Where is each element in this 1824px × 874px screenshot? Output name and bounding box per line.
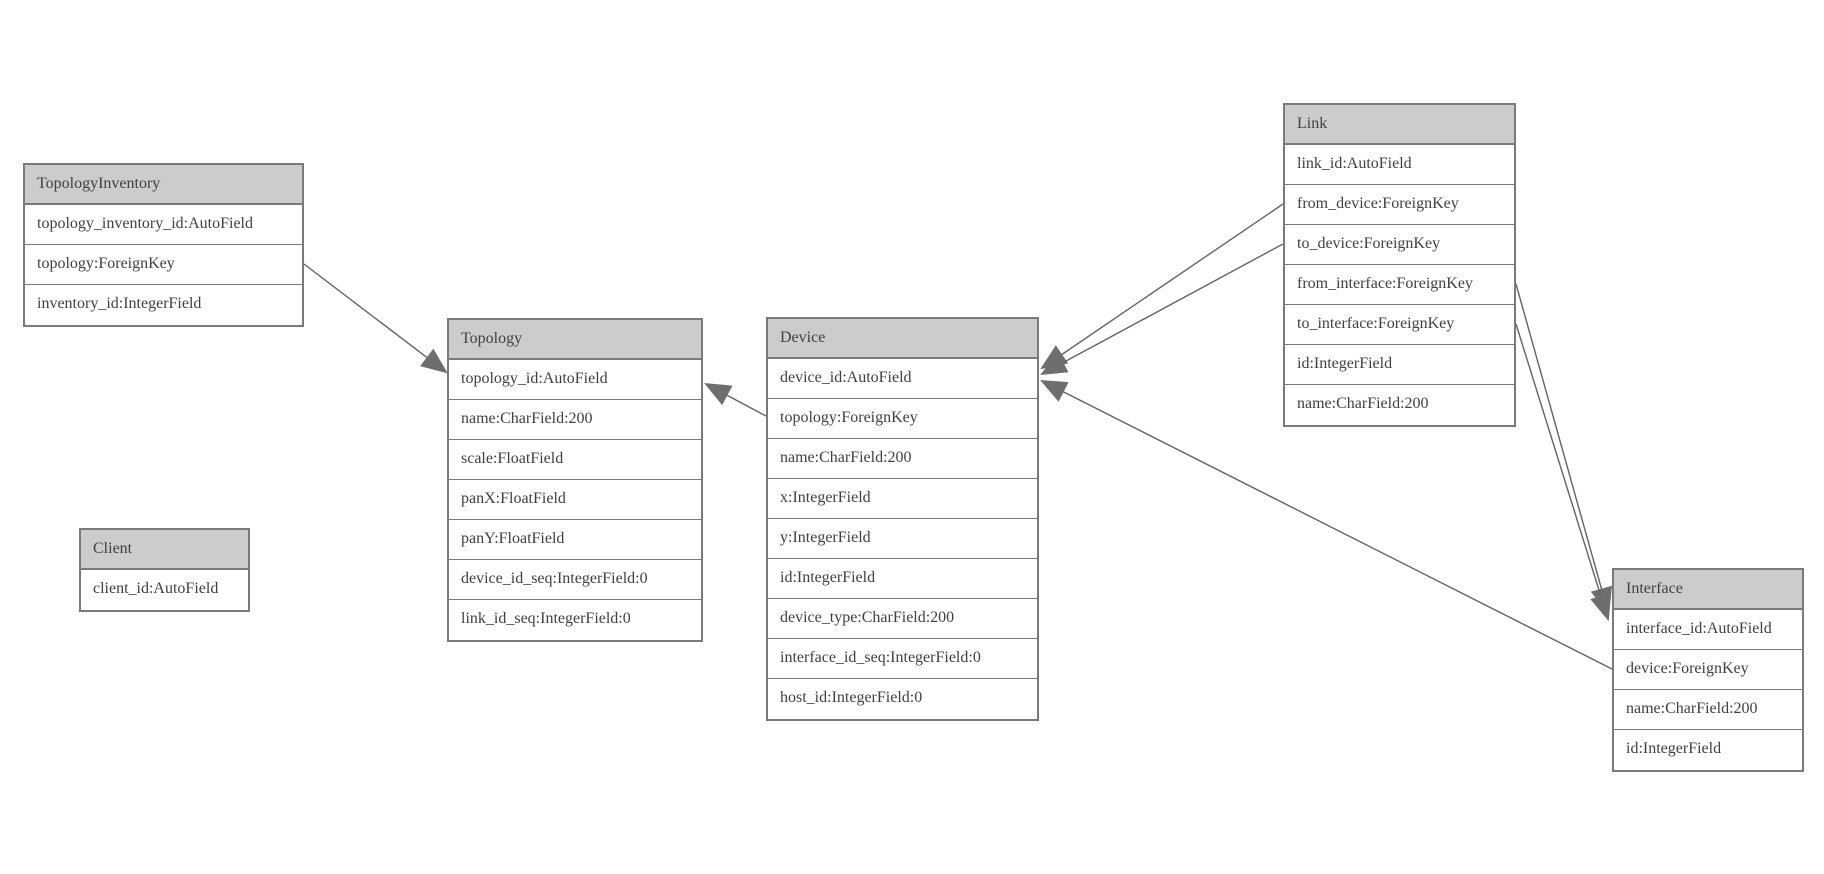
entity-field-row: from_device:ForeignKey [1285, 185, 1514, 225]
connector-link-from_device-to-device [1040, 203, 1284, 370]
entity-field-row: inventory_id:IntegerField [25, 285, 302, 325]
entity-title: Client [81, 530, 248, 570]
entity-field-row: id:IntegerField [1285, 345, 1514, 385]
entity-field-row: interface_id_seq:IntegerField:0 [768, 639, 1037, 679]
entity-field-row: topology_id:AutoField [449, 360, 701, 400]
connector-topologyinventory-topology-to-topology [303, 263, 448, 374]
entity-field-row: id:IntegerField [1614, 730, 1802, 770]
entity-field-list: client_id:AutoField [81, 570, 248, 610]
entity-field-row: x:IntegerField [768, 479, 1037, 519]
entity-field-row: link_id:AutoField [1285, 145, 1514, 185]
connector-link-from_interface-to-interface [1515, 283, 1613, 615]
entity-field-row: to_device:ForeignKey [1285, 225, 1514, 265]
entity-field-row: interface_id:AutoField [1614, 610, 1802, 650]
entity-field-row: client_id:AutoField [81, 570, 248, 610]
entity-title: TopologyInventory [25, 165, 302, 205]
entity-field-row: link_id_seq:IntegerField:0 [449, 600, 701, 640]
entity-field-row: topology_inventory_id:AutoField [25, 205, 302, 245]
entity-field-row: from_interface:ForeignKey [1285, 265, 1514, 305]
entity-field-row: name:CharField:200 [1285, 385, 1514, 425]
entity-field-row: name:CharField:200 [449, 400, 701, 440]
entity-title: Link [1285, 105, 1514, 145]
entity-client: Client client_id:AutoField [79, 528, 250, 612]
entity-field-row: panY:FloatField [449, 520, 701, 560]
connector-device-topology-to-topology [704, 382, 767, 417]
entity-field-row: id:IntegerField [768, 559, 1037, 599]
entity-field-row: topology:ForeignKey [25, 245, 302, 285]
entity-field-row: y:IntegerField [768, 519, 1037, 559]
entity-field-row: device_id:AutoField [768, 359, 1037, 399]
entity-field-row: name:CharField:200 [1614, 690, 1802, 730]
entity-title: Topology [449, 320, 701, 360]
entity-field-row: device_type:CharField:200 [768, 599, 1037, 639]
entity-title: Interface [1614, 570, 1802, 610]
entity-field-row: device:ForeignKey [1614, 650, 1802, 690]
entity-field-row: device_id_seq:IntegerField:0 [449, 560, 701, 600]
entity-field-row: panX:FloatField [449, 480, 701, 520]
entity-title: Device [768, 319, 1037, 359]
entity-field-row: topology:ForeignKey [768, 399, 1037, 439]
connector-link-to_device-to-device [1040, 243, 1284, 376]
entity-field-row: name:CharField:200 [768, 439, 1037, 479]
entity-topologyinventory: TopologyInventory topology_inventory_id:… [23, 163, 304, 327]
entity-field-row: host_id:IntegerField:0 [768, 679, 1037, 719]
entity-field-row: to_interface:ForeignKey [1285, 305, 1514, 345]
entity-field-row: scale:FloatField [449, 440, 701, 480]
connector-link-to_interface-to-interface [1515, 323, 1612, 622]
